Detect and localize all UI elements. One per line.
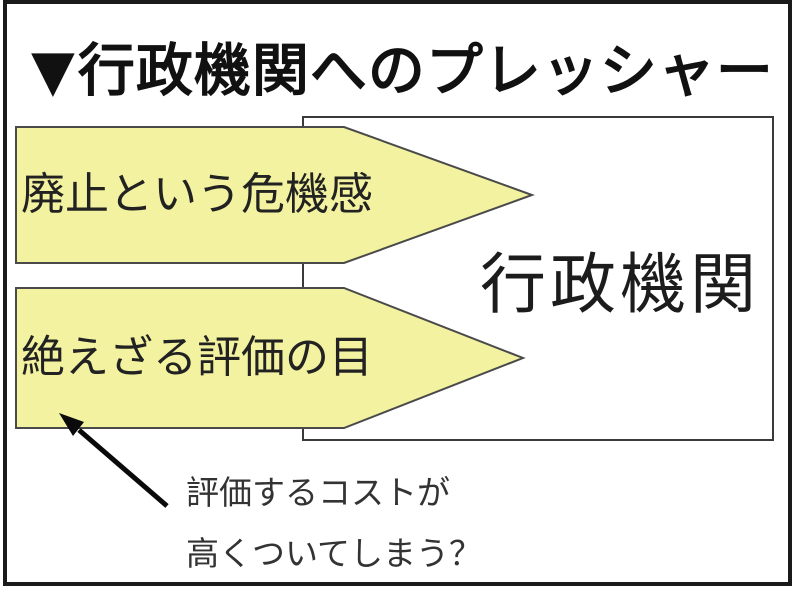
pressure-arrow-1-label: 廃止という危機感 (21, 169, 373, 220)
agency-box-label: 行政機関 (480, 245, 760, 323)
diagram-title-text: 行政機関へのプレッシャー (77, 38, 774, 104)
agency-box: 行政機関 (302, 116, 774, 441)
pressure-arrow-1-shape (15, 126, 535, 264)
triangle-marker-icon: ▼ (31, 38, 76, 104)
annotation-note: 評価するコストが 高くついてしまう？ (186, 462, 482, 584)
pressure-arrow-2-shape (15, 287, 526, 429)
annotation-arrow-line (77, 428, 169, 508)
annotation-note-line-1: 評価するコストが (186, 473, 450, 512)
diagram-title: ▼行政機関へのプレッシャー (31, 40, 774, 102)
diagram-border (3, 0, 792, 586)
annotation-note-line-2: 高くついてしまう？ (186, 534, 483, 573)
annotation-arrow-head (59, 413, 84, 436)
pressure-arrow-2-label: 絶えざる評価の目 (21, 332, 373, 383)
